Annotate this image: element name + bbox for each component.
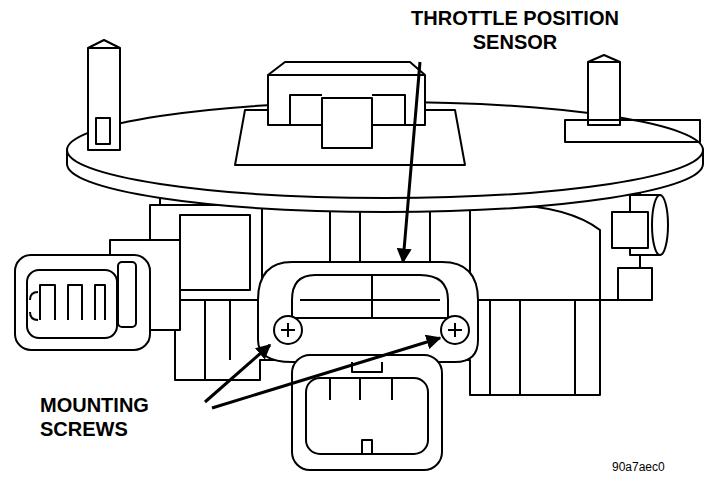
throttle-body-housing — [612, 212, 648, 248]
side-connector — [27, 270, 117, 338]
throttle-body-housing — [652, 195, 668, 255]
throttle-body-housing — [205, 300, 230, 380]
throttle-position-sensor — [258, 262, 478, 362]
side-connector — [40, 285, 105, 320]
figure-code: 90a7aec0 — [612, 460, 698, 474]
mounting-posts — [88, 40, 120, 150]
part-label: MOUNTING SCREWS — [40, 393, 180, 441]
side-connector — [118, 262, 136, 327]
mounting-posts — [588, 61, 620, 63]
throttle-position-sensor — [300, 275, 440, 318]
mounting-posts — [88, 47, 120, 49]
leader-arrows — [205, 62, 440, 408]
throttle-shaft-housing — [235, 62, 465, 165]
throttle-position-sensor — [281, 323, 462, 337]
side-connector — [15, 255, 150, 350]
throttle-body — [15, 40, 703, 470]
throttle-position-sensor — [292, 275, 448, 318]
throttle-body-housing — [470, 204, 600, 300]
mounting-posts — [588, 55, 620, 125]
throttle-position-sensor — [292, 355, 442, 470]
leader-arrow — [212, 338, 440, 408]
throttle-body-housing — [618, 268, 652, 300]
leader-arrow — [403, 62, 420, 262]
throttle-position-sensor — [258, 262, 478, 470]
throttle-shaft-housing — [290, 95, 405, 125]
part-label: THROTTLE POSITION SENSOR — [395, 6, 635, 54]
throttle-shaft-housing — [268, 62, 425, 75]
side-connector — [15, 240, 180, 350]
mounting-posts — [565, 120, 700, 142]
throttle-position-sensor — [306, 378, 428, 454]
throttle-shaft-housing — [322, 98, 372, 148]
throttle-body-housing — [490, 300, 575, 395]
throttle-position-sensor — [330, 378, 392, 454]
mounting-posts — [96, 118, 110, 144]
side-connector — [30, 292, 38, 320]
throttle-body-housing — [180, 215, 250, 290]
